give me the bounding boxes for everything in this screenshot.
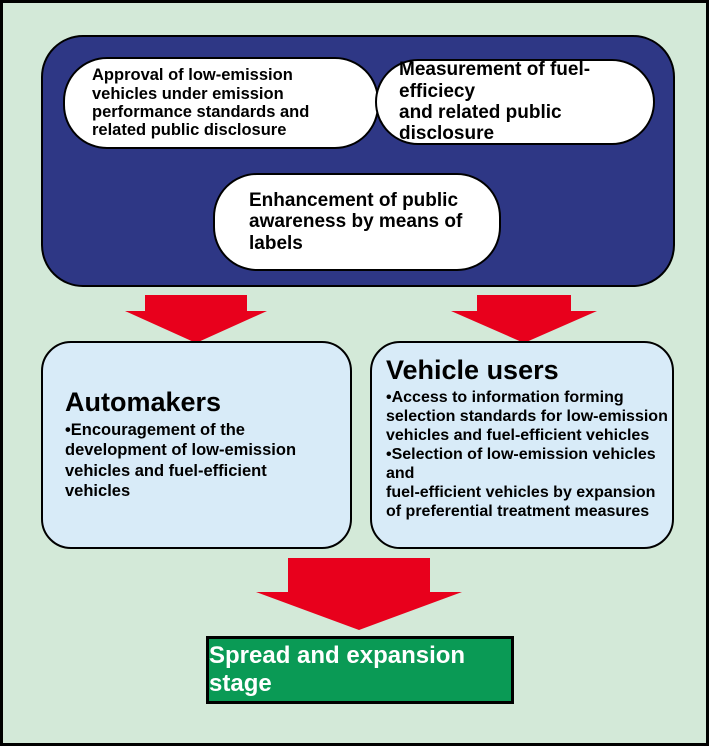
vehicle-users-bullet: •Access to information forming selection… bbox=[386, 389, 668, 445]
vehicle-users-title: Vehicle users bbox=[386, 355, 559, 385]
spread-expansion-stage: Spread and expansion stage bbox=[206, 636, 514, 704]
automakers-title: Automakers bbox=[65, 387, 222, 417]
automakers-bullet: •Encouragement of the development of low… bbox=[65, 421, 297, 500]
measures-panel: Approval of low-emission vehicles under … bbox=[41, 35, 675, 287]
public-awareness-pill: Enhancement of public awareness by means… bbox=[213, 173, 501, 271]
vehicle-users-bullet: •Selection of low-emission vehicles and … bbox=[386, 446, 656, 521]
arrow-down-left bbox=[125, 295, 267, 343]
stage-label: Spread and expansion stage bbox=[209, 642, 466, 697]
fuel-efficiency-pill: Measurement of fuel-efficiecy and relate… bbox=[375, 59, 655, 145]
arrow-down-right bbox=[451, 295, 597, 343]
approval-low-emission-text: Approval of low-emission vehicles under … bbox=[92, 66, 310, 140]
arrow-down-center bbox=[256, 558, 462, 630]
approval-low-emission-pill: Approval of low-emission vehicles under … bbox=[63, 57, 379, 149]
automakers-box: Automakers •Encouragement of the develop… bbox=[41, 341, 352, 549]
fuel-efficiency-text: Measurement of fuel-efficiecy and relate… bbox=[399, 59, 591, 145]
public-awareness-text: Enhancement of public awareness by means… bbox=[249, 190, 463, 254]
vehicle-users-box: Vehicle users •Access to information for… bbox=[370, 341, 674, 549]
